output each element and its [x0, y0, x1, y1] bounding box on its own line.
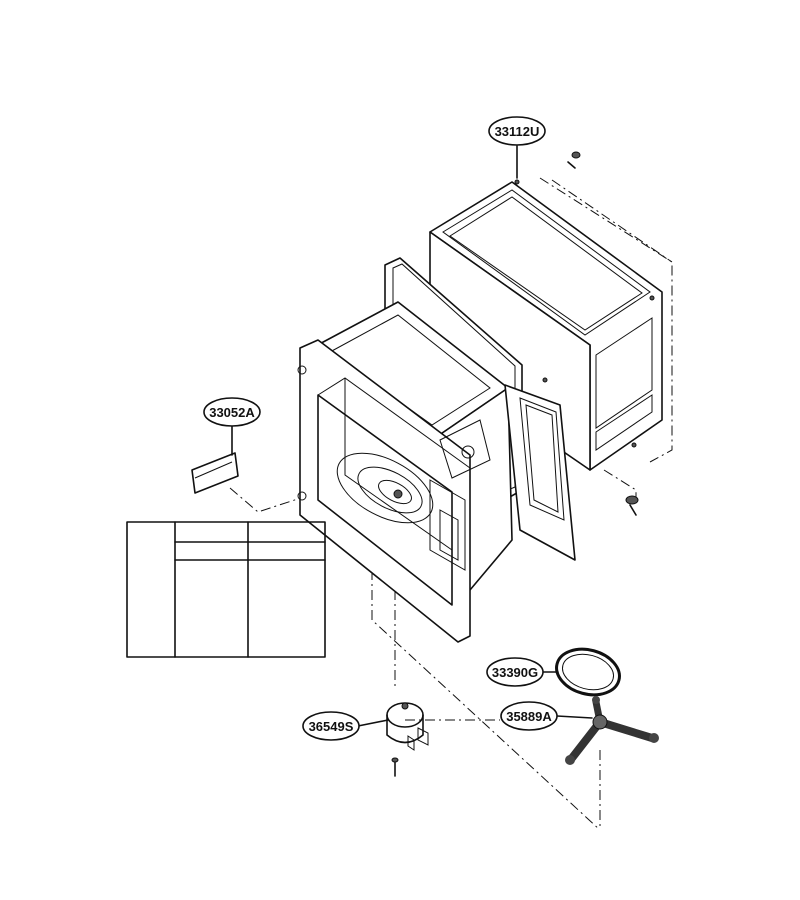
callout-waveguide-cover: 33052A — [203, 397, 261, 456]
screw-top — [567, 151, 581, 169]
screw-side — [625, 495, 639, 516]
parts-table — [126, 521, 326, 658]
callout-roller-ring: 33390G — [486, 657, 559, 687]
inner-cavity — [297, 301, 513, 643]
callout-waveguide-cover-label: 33052A — [209, 405, 255, 420]
callout-cabinet: 33112U — [488, 116, 546, 179]
turntable-motor — [386, 702, 429, 751]
screw-motor — [391, 757, 399, 777]
callout-turntable-motor-label: 36549S — [309, 719, 354, 734]
callout-roller-ring-label: 33390G — [492, 665, 538, 680]
waveguide-cover — [191, 452, 239, 494]
callout-cabinet-label: 33112U — [495, 124, 540, 139]
callout-coupler-label: 35889A — [506, 709, 552, 724]
callout-coupler: 35889A — [500, 701, 593, 731]
control-panel-side — [504, 377, 576, 561]
roller-ring — [555, 647, 621, 697]
callout-turntable-motor: 36549S — [302, 711, 389, 741]
coupler — [565, 696, 659, 765]
